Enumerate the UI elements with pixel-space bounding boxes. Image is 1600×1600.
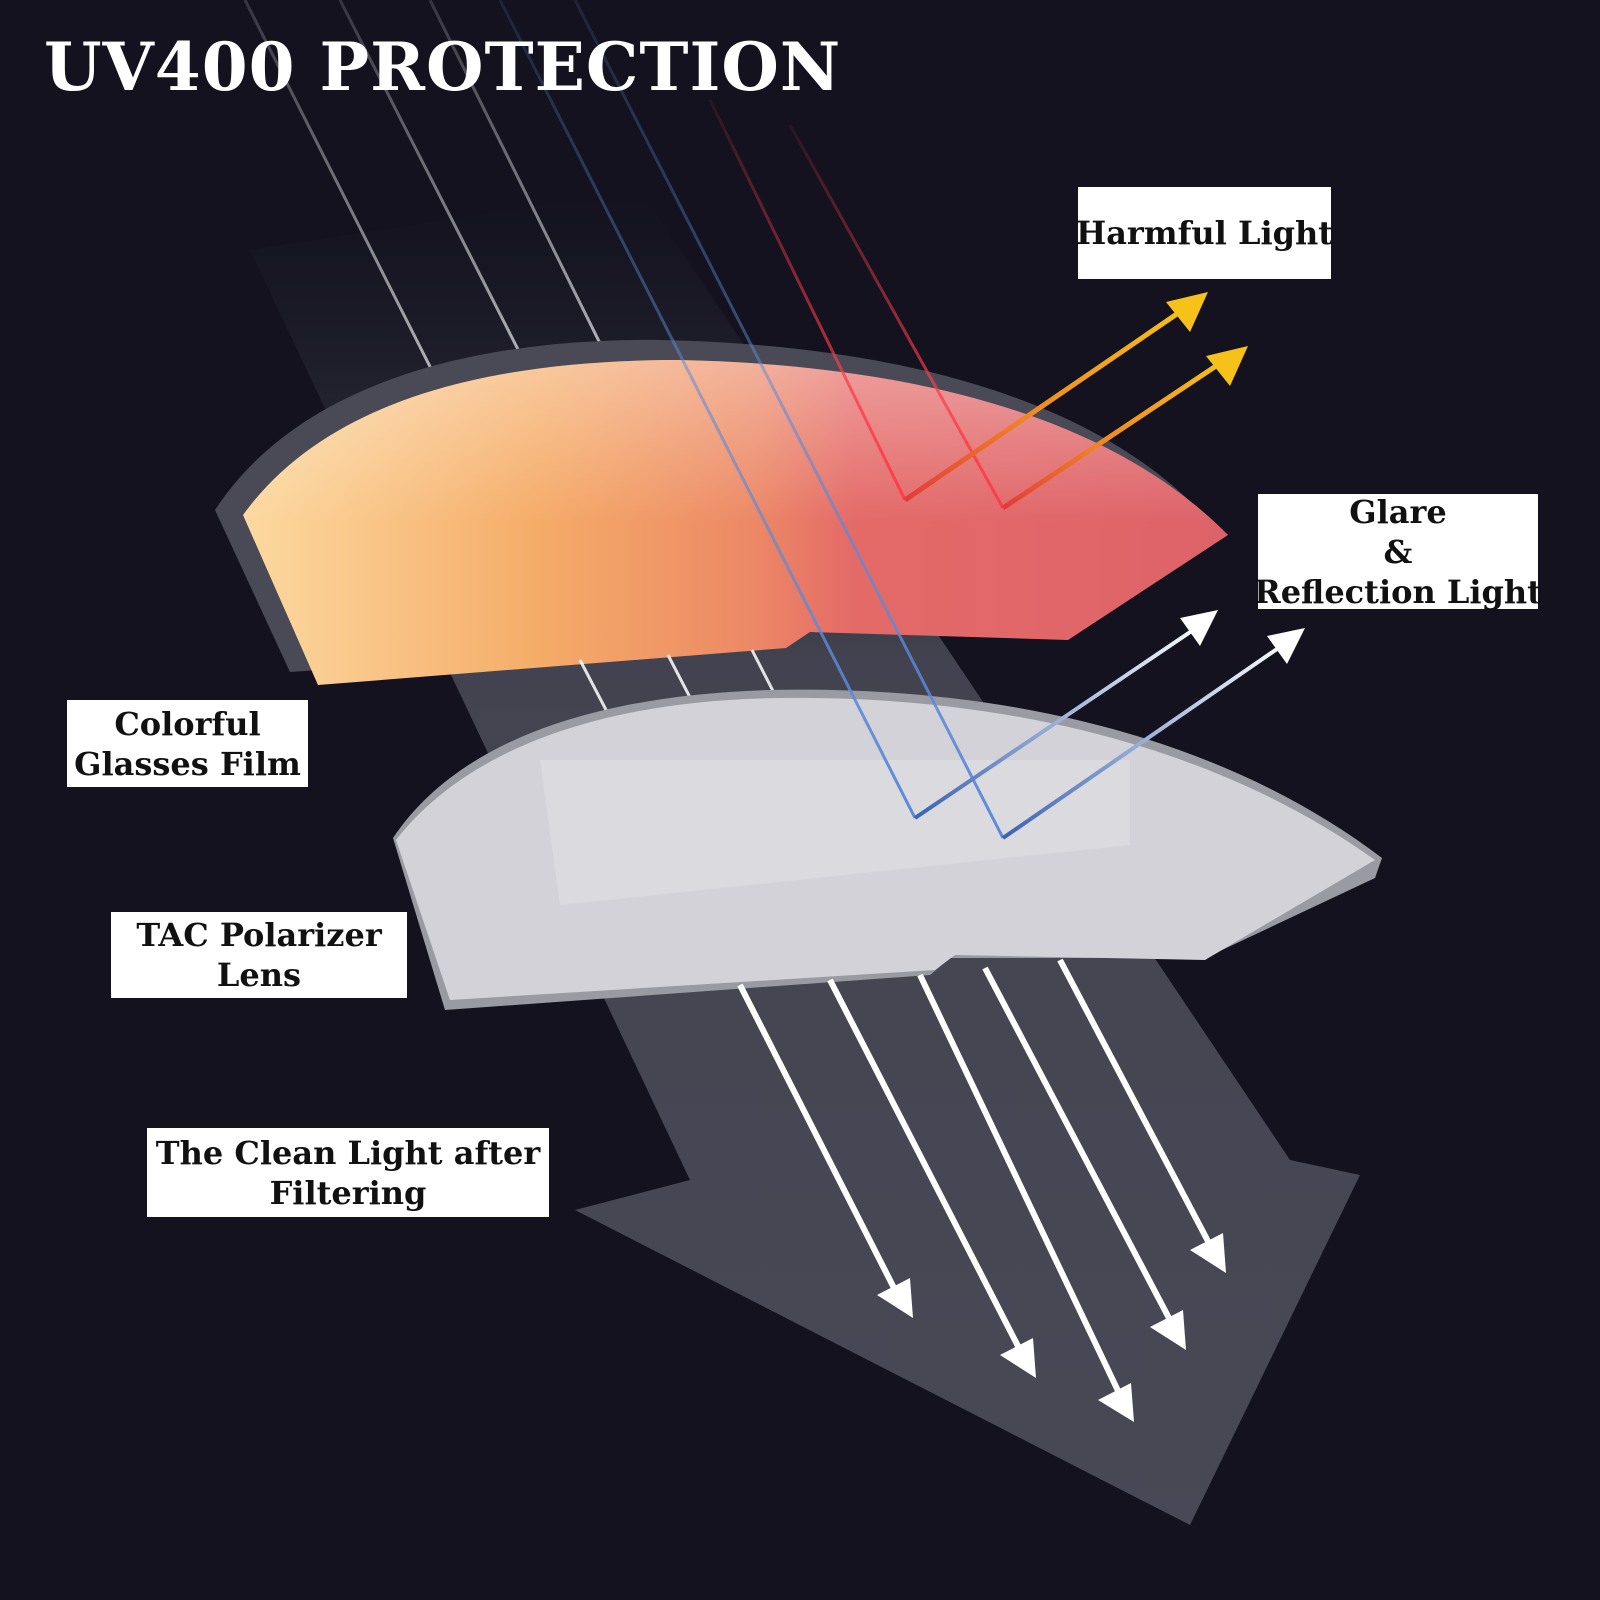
clean-rays [737,958,1213,1397]
clean-arrowhead [1098,1383,1134,1422]
clean-arrowheads [877,1233,1226,1422]
clean-arrowhead [1190,1233,1226,1273]
glare-arrowhead [1267,628,1305,664]
clean-ray [737,983,898,1292]
harmful-reflect [903,302,1192,503]
clean-arrowhead [1000,1338,1036,1378]
clean-arrowhead [1150,1310,1186,1350]
reflection-light-text: Reflection Light [1254,572,1542,611]
colorful-film-layer [215,339,1228,685]
glare-text: Glare [1349,492,1447,531]
glare-reflect [913,620,1207,820]
clean-ray [1057,958,1213,1247]
film-line-2: Glasses Film [74,744,301,783]
colorful-film-label: Colorful Glasses Film [67,700,308,787]
clean-arrowhead [877,1278,913,1318]
clean-light-label: The Clean Light after Filtering [147,1128,549,1217]
clean-ray [827,978,1023,1352]
harmful-ray [788,124,1005,509]
harmful-rays [708,99,1248,511]
tac-lens-label: TAC Polarizer Lens [111,912,407,998]
clean-ray [982,966,1173,1322]
lens-line-1: TAC Polarizer [136,916,382,954]
harmful-light-text: Harmful Light [1075,214,1334,252]
tac-lens-layer [393,689,1382,1010]
ampersand-text: & [1383,532,1413,571]
harmful-arrowhead [1166,292,1208,332]
clean-line-2: Filtering [269,1173,427,1212]
clean-ray [917,973,1123,1397]
harmful-ray [708,99,907,501]
glare-reflection-label: Glare & Reflection Light [1254,492,1542,611]
harmful-light-label: Harmful Light [1075,187,1334,279]
glare-rays [498,0,1305,840]
clean-line-1: The Clean Light after [155,1133,541,1172]
page-title: UV400 PROTECTION [44,28,842,106]
harmful-reflect [1001,355,1230,511]
lens-line-2: Lens [216,956,302,994]
glare-arrowhead [1180,610,1218,646]
glare-reflect [1001,638,1292,840]
harmful-arrowhead [1206,346,1248,386]
glare-ray [573,0,1005,839]
glare-ray [498,0,917,819]
film-line-1: Colorful [114,704,261,743]
